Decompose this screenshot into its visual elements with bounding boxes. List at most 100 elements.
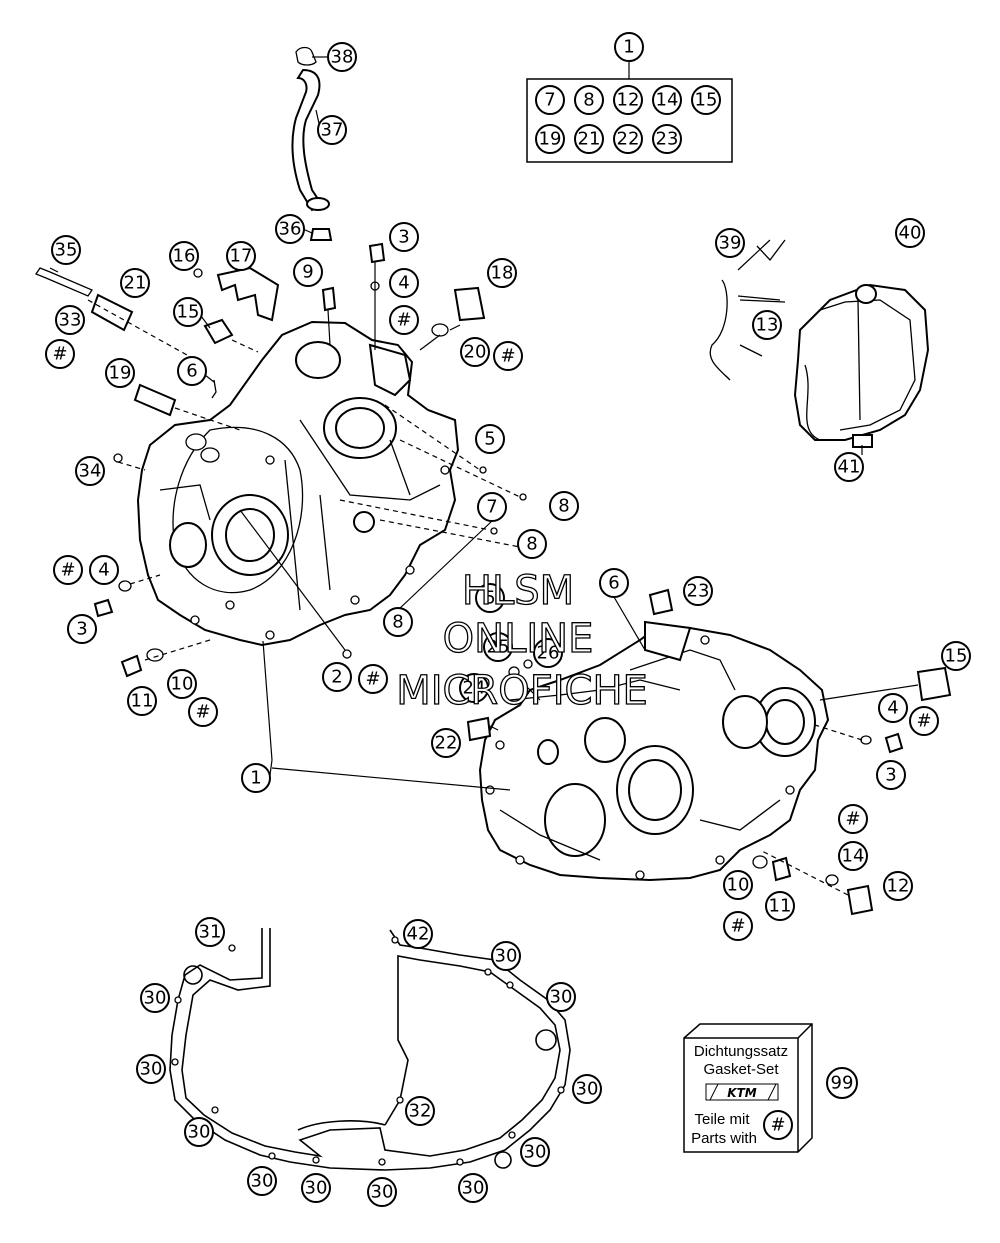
callout-31: 31 xyxy=(199,922,222,943)
callout-30: 30 xyxy=(371,1182,394,1203)
callout-33: 33 xyxy=(59,310,82,331)
gasket-set-label-de: Dichtungssatz xyxy=(694,1043,788,1060)
kit-item: 22 xyxy=(617,129,640,150)
kit-item: 12 xyxy=(617,90,640,111)
kit-item: 8 xyxy=(583,90,594,111)
callout-5: 5 xyxy=(484,588,495,609)
callout-24: 24 xyxy=(463,678,486,699)
callout-36: 36 xyxy=(279,219,302,240)
callout-32: 32 xyxy=(409,1101,432,1122)
callout-3: 3 xyxy=(76,619,87,640)
kit-item: 23 xyxy=(656,129,679,150)
kit-item: 14 xyxy=(656,90,679,111)
kit-item: 19 xyxy=(539,129,562,150)
callout-30: 30 xyxy=(140,1059,163,1080)
callout-40: 40 xyxy=(899,223,922,244)
hash-callout: # xyxy=(845,809,860,830)
callout-30: 30 xyxy=(188,1122,211,1143)
callout-39: 39 xyxy=(719,233,742,254)
callout-22: 22 xyxy=(435,733,458,754)
callout-15: 15 xyxy=(177,302,200,323)
ktm-logo: KTM xyxy=(705,1083,779,1101)
callout-13: 13 xyxy=(756,315,779,336)
hash-callout: # xyxy=(195,702,210,723)
callout-11: 11 xyxy=(769,896,792,917)
callout-8: 8 xyxy=(558,496,569,517)
gaskets-drawing xyxy=(169,928,571,1171)
callout-6: 6 xyxy=(608,573,619,594)
callout-10: 10 xyxy=(727,875,750,896)
callout-18: 18 xyxy=(491,263,514,284)
svg-text:#: # xyxy=(770,1115,785,1136)
callout-42: 42 xyxy=(407,924,430,945)
callout-3: 3 xyxy=(885,765,896,786)
left-crankcase-half-drawing xyxy=(136,320,460,647)
gasket-set-label-en: Gasket-Set xyxy=(703,1061,779,1078)
callout-25: 25 xyxy=(487,637,510,658)
svg-text:KTM: KTM xyxy=(727,1086,756,1100)
hash-callout: # xyxy=(396,310,411,331)
callout-11: 11 xyxy=(131,691,154,712)
kit-item: 7 xyxy=(544,90,555,111)
callout-16: 16 xyxy=(173,246,196,267)
watermark: HLSM ONLINE MICROFICHE xyxy=(396,567,649,714)
leader-lines xyxy=(49,239,919,896)
callout-10: 10 xyxy=(171,674,194,695)
parts-with-label-de: Teile mit xyxy=(694,1111,750,1128)
callout-5: 5 xyxy=(484,429,495,450)
repair-kit-box: 1 7 8 12 14 15 19 21 22 23 xyxy=(526,32,733,163)
hash-symbol-callout: # xyxy=(763,1110,793,1140)
callout-9: 9 xyxy=(302,262,313,283)
callout-41: 41 xyxy=(838,457,861,478)
callout-34: 34 xyxy=(79,461,102,482)
callout-8: 8 xyxy=(392,612,403,633)
callout-30: 30 xyxy=(524,1142,547,1163)
callout-35: 35 xyxy=(55,240,78,261)
callout-20: 20 xyxy=(464,342,487,363)
kit-callout-1: 1 xyxy=(614,32,644,62)
callout-3: 3 xyxy=(398,227,409,248)
callout-21: 21 xyxy=(124,273,147,294)
watermark-line-1: HLSM xyxy=(462,568,574,614)
callout-7: 7 xyxy=(486,497,497,518)
callout-23: 23 xyxy=(687,581,710,602)
callout-15: 15 xyxy=(945,646,968,667)
callout-30: 30 xyxy=(495,946,518,967)
watermark-line-3: MICROFICHE xyxy=(396,668,648,714)
watermark-line-2: ONLINE xyxy=(443,616,594,662)
callout-30: 30 xyxy=(144,988,167,1009)
callout-14: 14 xyxy=(842,846,865,867)
callout-30: 30 xyxy=(462,1178,485,1199)
svg-text:1: 1 xyxy=(623,37,634,58)
hash-callout: # xyxy=(500,346,515,367)
right-crankcase-half-drawing xyxy=(478,620,830,882)
callout-2: 2 xyxy=(331,667,342,688)
callout-17: 17 xyxy=(230,246,253,267)
small-parts-drawing xyxy=(35,242,952,916)
callout-30: 30 xyxy=(251,1171,274,1192)
hash-callout: # xyxy=(365,669,380,690)
hash-callout: # xyxy=(730,916,745,937)
callout-1: 1 xyxy=(250,768,261,789)
part-callouts: 38 37 36 35 16 17 21 15 33 # 19 6 9 3 4 … xyxy=(45,42,971,1207)
breather-hose-drawing xyxy=(291,46,333,241)
kit-item: 15 xyxy=(695,90,718,111)
callout-30: 30 xyxy=(305,1178,328,1199)
callout-8: 8 xyxy=(526,534,537,555)
callout-30: 30 xyxy=(550,987,573,1008)
hash-callout: # xyxy=(52,344,67,365)
kit-item: 21 xyxy=(578,129,601,150)
side-cover-drawing xyxy=(709,239,930,448)
callout-19: 19 xyxy=(109,363,132,384)
callout-6: 6 xyxy=(186,361,197,382)
callout-4: 4 xyxy=(887,698,898,719)
callout-12: 12 xyxy=(887,876,910,897)
callout-26: 26 xyxy=(537,643,560,664)
callout-38: 38 xyxy=(331,47,354,68)
callout-4: 4 xyxy=(98,560,109,581)
callout-37: 37 xyxy=(321,120,344,141)
callout-4: 4 xyxy=(398,273,409,294)
hash-callout: # xyxy=(916,711,931,732)
callout-30: 30 xyxy=(576,1079,599,1100)
